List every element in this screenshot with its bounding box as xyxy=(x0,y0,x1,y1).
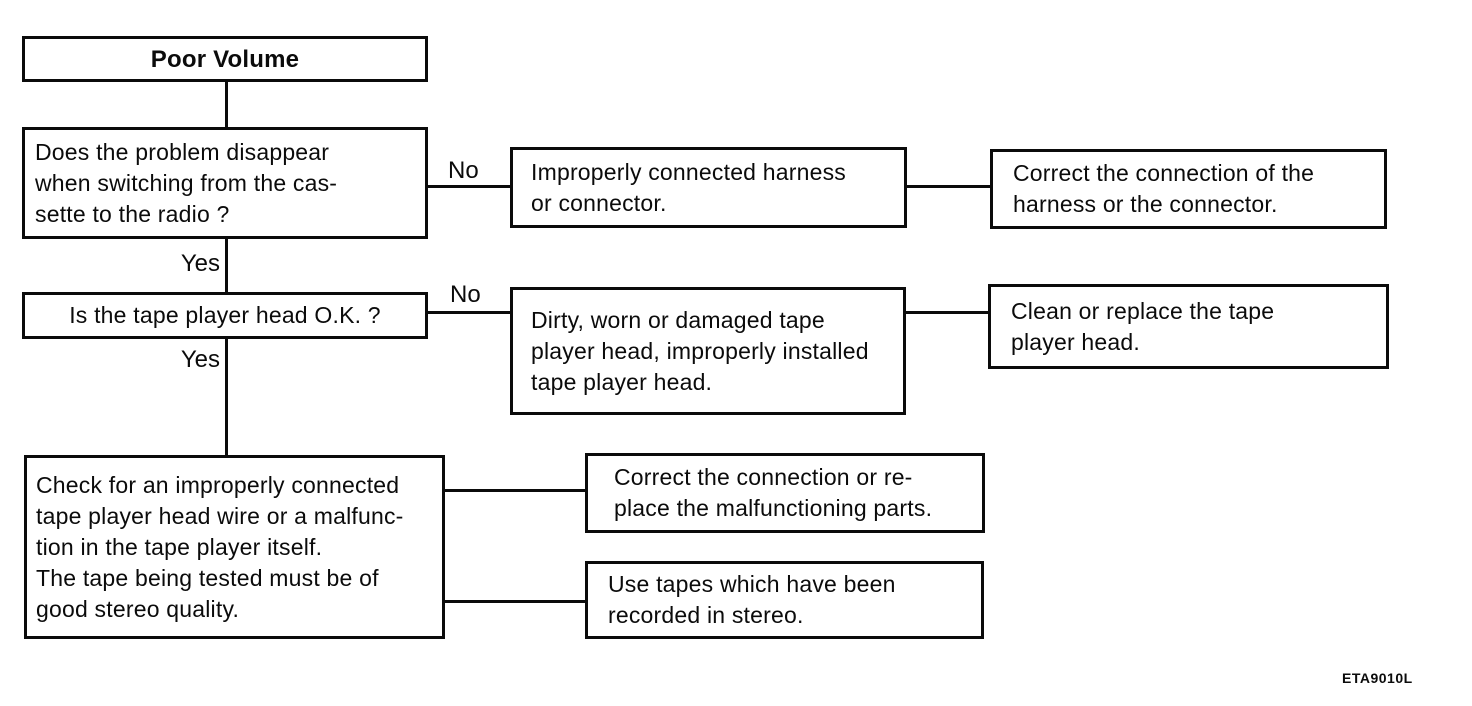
edge-label-yes-2: Yes xyxy=(180,346,220,373)
connector-start-to-q1 xyxy=(225,82,228,128)
connector-q3-to-remedy3 xyxy=(445,489,585,492)
node-cause-harness-connector: Improperly connected harness or connecto… xyxy=(510,147,907,228)
node-remedy-correct-harness-connection: Correct the connection of the harness or… xyxy=(990,149,1387,229)
node-question-tape-head-ok: Is the tape player head O.K. ? xyxy=(22,292,428,339)
node-start-poor-volume: Poor Volume xyxy=(22,36,428,82)
connector-q2-to-cause2 xyxy=(428,311,510,314)
figure-code-label: ETA9010L xyxy=(1342,670,1413,686)
node-remedy-use-stereo-tapes: Use tapes which have been recorded in st… xyxy=(585,561,984,639)
connector-q1-to-cause1 xyxy=(428,185,510,188)
node-remedy-clean-replace-head: Clean or replace the tape player head. xyxy=(988,284,1389,369)
connector-cause2-to-remedy2 xyxy=(906,311,988,314)
edge-label-no-1: No xyxy=(448,157,479,184)
node-remedy-correct-or-replace-parts: Correct the connection or re- place the … xyxy=(585,453,985,533)
edge-label-no-2: No xyxy=(450,281,481,308)
node-cause-dirty-tape-head: Dirty, worn or damaged tape player head,… xyxy=(510,287,906,415)
connector-q2-to-q3 xyxy=(225,339,228,456)
connector-q1-to-q2 xyxy=(225,239,228,292)
node-check-head-wire-malfunction: Check for an improperly connected tape p… xyxy=(24,455,445,639)
connector-cause1-to-remedy1 xyxy=(907,185,990,188)
edge-label-yes-1: Yes xyxy=(180,250,220,277)
node-question-cassette-radio: Does the problem disappear when switchin… xyxy=(22,127,428,239)
connector-q3-to-remedy4 xyxy=(445,600,585,603)
